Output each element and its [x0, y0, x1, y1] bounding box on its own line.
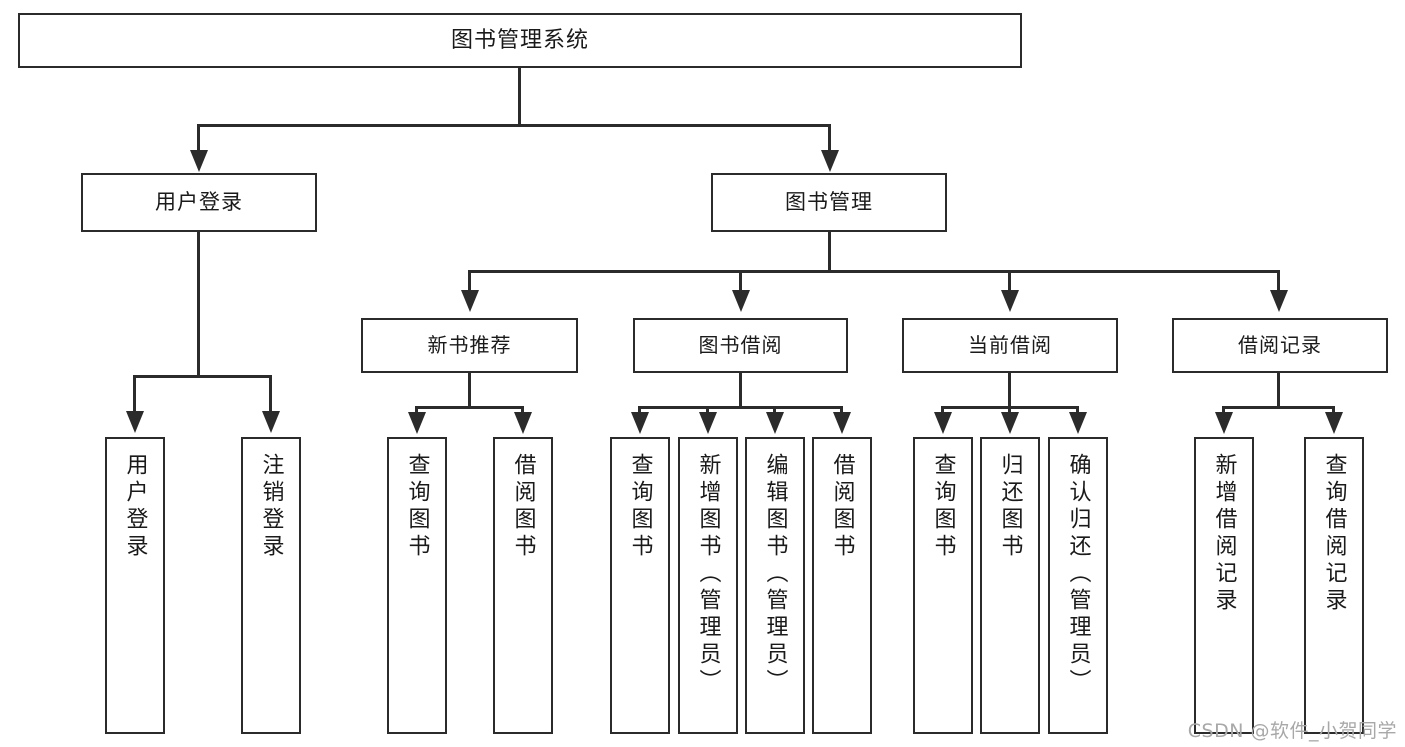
- arrowhead-borrow-record-leaf-0: [1215, 412, 1233, 434]
- node-label: 借阅图书: [829, 453, 855, 561]
- connector-current-borrow-to-leaf-1: [1008, 406, 1011, 416]
- connector-book-borrow-to-leaf-3: [840, 406, 843, 416]
- connector-borrow-record-to-leaf-1: [1332, 406, 1335, 416]
- leaf-borrow-record-query[interactable]: 查询借阅记录: [1304, 437, 1364, 734]
- leaf-user-login-logout[interactable]: 注销登录: [241, 437, 301, 734]
- connector-book-manage-to-lvl3-3: [1277, 270, 1280, 292]
- leaf-book-borrow-borrow[interactable]: 借阅图书: [812, 437, 872, 734]
- node-new-book-recommend[interactable]: 新书推荐: [361, 318, 578, 373]
- node-label: 图书管理: [785, 190, 873, 215]
- node-label: 新增图书（管理员）: [695, 453, 721, 696]
- arrowhead-book-borrow-leaf-3: [833, 412, 851, 434]
- arrowhead-new-book-leaf-1: [514, 412, 532, 434]
- connector-book-borrow-to-leaf-0: [638, 406, 641, 416]
- leaf-book-borrow-query[interactable]: 查询图书: [610, 437, 670, 734]
- node-label: 用户登录: [122, 453, 148, 561]
- node-label: 新增借阅记录: [1211, 453, 1237, 615]
- node-label: 新书推荐: [427, 332, 512, 357]
- leaf-new-book-borrow[interactable]: 借阅图书: [493, 437, 553, 734]
- node-label: 注销登录: [258, 453, 284, 561]
- node-label: 图书管理系统: [450, 27, 589, 53]
- node-label: 借阅图书: [510, 453, 536, 561]
- arrowhead-book-borrow-leaf-1: [699, 412, 717, 434]
- node-label: 查询图书: [627, 453, 653, 561]
- connector-new-book-to-leaf-0: [415, 406, 418, 416]
- arrowhead-user-login-leaf-0: [126, 411, 144, 433]
- connector-new-book-to-leaf-1: [521, 406, 524, 416]
- connector-borrow-record-bus: [1222, 406, 1334, 409]
- arrowhead-lvl3-1: [732, 290, 750, 312]
- node-label: 图书借阅: [698, 332, 783, 357]
- leaf-book-borrow-edit[interactable]: 编辑图书（管理员）: [745, 437, 805, 734]
- connector-root-bus: [197, 124, 831, 127]
- connector-borrow-record-to-leaf-0: [1222, 406, 1225, 416]
- node-label: 查询图书: [930, 453, 956, 561]
- connector-user-login-to-leaf-0: [133, 375, 136, 413]
- node-label: 归还图书: [997, 453, 1023, 561]
- connector-new-book-bus: [415, 406, 523, 409]
- leaf-current-borrow-query[interactable]: 查询图书: [913, 437, 973, 734]
- leaf-borrow-record-add[interactable]: 新增借阅记录: [1194, 437, 1254, 734]
- connector-root-to-book-manage: [828, 124, 831, 152]
- connector-book-manage-to-lvl3-2: [1008, 270, 1011, 292]
- node-label: 查询图书: [404, 453, 430, 561]
- connector-book-borrow-bus: [638, 406, 842, 409]
- node-label: 当前借阅: [968, 332, 1052, 357]
- connector-book-borrow-to-leaf-1: [706, 406, 709, 416]
- connector-new-book-stem: [468, 373, 471, 408]
- leaf-user-login-login[interactable]: 用户登录: [105, 437, 165, 734]
- arrowhead-new-book-leaf-0: [408, 412, 426, 434]
- connector-book-borrow-to-leaf-2: [773, 406, 776, 416]
- node-root-system[interactable]: 图书管理系统: [18, 13, 1022, 68]
- arrowhead-current-borrow-leaf-2: [1069, 412, 1087, 434]
- connector-root-to-user-login: [197, 124, 200, 152]
- arrowhead-book-borrow-leaf-2: [766, 412, 784, 434]
- leaf-current-borrow-confirm-return[interactable]: 确认归还（管理员）: [1048, 437, 1108, 734]
- node-borrow-record[interactable]: 借阅记录: [1172, 318, 1388, 373]
- arrowhead-current-borrow-leaf-0: [934, 412, 952, 434]
- node-label: 确认归还（管理员）: [1065, 453, 1091, 696]
- node-label: 编辑图书（管理员）: [762, 453, 788, 696]
- node-current-borrow[interactable]: 当前借阅: [902, 318, 1118, 373]
- arrowhead-current-borrow-leaf-1: [1001, 412, 1019, 434]
- node-label: 查询借阅记录: [1321, 453, 1347, 615]
- leaf-new-book-query[interactable]: 查询图书: [387, 437, 447, 734]
- node-book-management[interactable]: 图书管理: [711, 173, 947, 232]
- connector-current-borrow-to-leaf-0: [941, 406, 944, 416]
- connector-book-manage-bus: [468, 270, 1280, 273]
- connector-borrow-record-stem: [1277, 373, 1280, 408]
- connector-current-borrow-to-leaf-2: [1076, 406, 1079, 416]
- arrowhead-root-to-user-login: [190, 150, 208, 172]
- node-book-borrow[interactable]: 图书借阅: [633, 318, 848, 373]
- connector-user-login-to-leaf-1: [269, 375, 272, 413]
- arrowhead-book-borrow-leaf-0: [631, 412, 649, 434]
- arrowhead-user-login-leaf-1: [262, 411, 280, 433]
- arrowhead-borrow-record-leaf-1: [1325, 412, 1343, 434]
- node-label: 借阅记录: [1238, 332, 1322, 357]
- connector-current-borrow-stem: [1008, 373, 1011, 408]
- leaf-current-borrow-return[interactable]: 归还图书: [980, 437, 1040, 734]
- watermark-text: CSDN @软件_小贺同学: [1187, 720, 1397, 742]
- connector-book-manage-to-lvl3-1: [739, 270, 742, 292]
- arrowhead-root-to-book-manage: [821, 150, 839, 172]
- connector-user-login-bus: [133, 375, 269, 378]
- arrowhead-lvl3-3: [1270, 290, 1288, 312]
- arrowhead-lvl3-2: [1001, 290, 1019, 312]
- node-user-login[interactable]: 用户登录: [81, 173, 317, 232]
- connector-user-login-stem: [197, 232, 200, 377]
- connector-book-manage-to-lvl3-0: [468, 270, 471, 292]
- connector-book-manage-stem: [828, 232, 831, 272]
- arrowhead-lvl3-0: [461, 290, 479, 312]
- node-label: 用户登录: [155, 190, 243, 215]
- connector-book-borrow-stem: [739, 373, 742, 408]
- connector-root-stem: [518, 68, 521, 126]
- leaf-book-borrow-add[interactable]: 新增图书（管理员）: [678, 437, 738, 734]
